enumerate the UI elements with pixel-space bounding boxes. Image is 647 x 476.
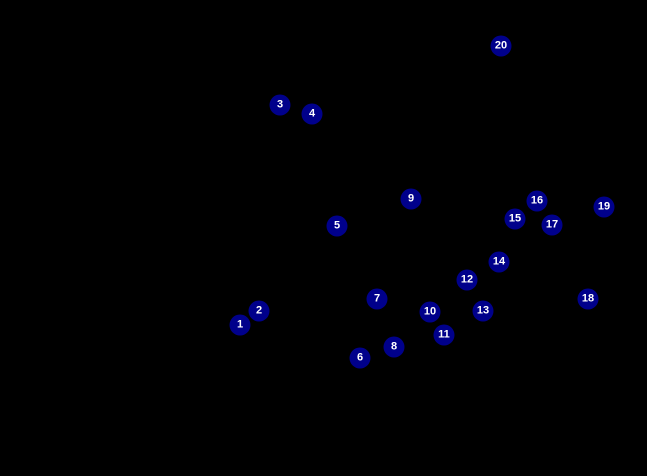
som-mark-17[interactable]: 17: [541, 214, 563, 236]
som-mark-9[interactable]: 9: [400, 188, 422, 210]
som-mark-15[interactable]: 15: [504, 208, 526, 230]
som-mark-3[interactable]: 3: [269, 94, 291, 116]
som-mark-2[interactable]: 2: [248, 300, 270, 322]
som-mark-4[interactable]: 4: [301, 103, 323, 125]
som-mark-1[interactable]: 1: [229, 314, 251, 336]
som-mark-7[interactable]: 7: [366, 288, 388, 310]
som-mark-19[interactable]: 19: [593, 196, 615, 218]
som-mark-14[interactable]: 14: [488, 251, 510, 273]
som-mark-20[interactable]: 20: [490, 35, 512, 57]
som-mark-18[interactable]: 18: [577, 288, 599, 310]
som-mark-11[interactable]: 11: [433, 324, 455, 346]
som-mark-12[interactable]: 12: [456, 269, 478, 291]
som-mark-8[interactable]: 8: [383, 336, 405, 358]
som-mark-6[interactable]: 6: [349, 347, 371, 369]
som-mark-5[interactable]: 5: [326, 215, 348, 237]
som-mark-13[interactable]: 13: [472, 300, 494, 322]
som-mark-16[interactable]: 16: [526, 190, 548, 212]
som-mark-10[interactable]: 10: [419, 301, 441, 323]
